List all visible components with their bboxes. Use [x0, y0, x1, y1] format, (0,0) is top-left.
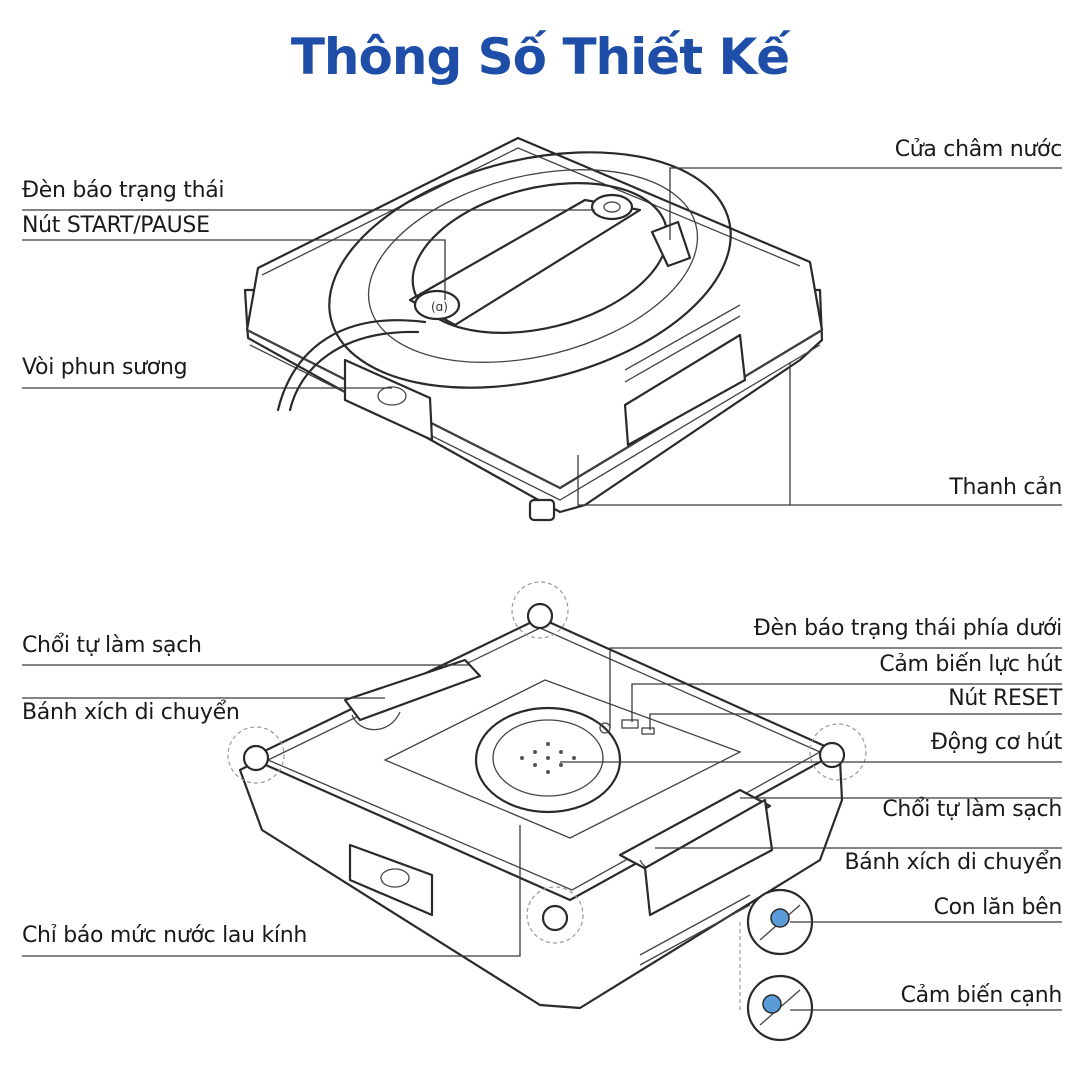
label-self-clean-brush-left: Chổi tự làm sạch — [22, 633, 202, 658]
bottom-view-leaders — [22, 647, 1062, 1011]
label-status-light: Đèn báo trạng thái — [22, 178, 225, 203]
label-water-fill-port: Cửa châm nước — [894, 137, 1063, 162]
top-view-device: (ɑ) — [243, 136, 824, 522]
page-title: Thông Số Thiết Kế — [290, 28, 790, 86]
motor-grill-dots — [520, 742, 576, 774]
label-self-clean-brush-right: Chổi tự làm sạch — [882, 797, 1062, 822]
label-suction-sensor: Cảm biến lực hút — [879, 652, 1062, 677]
label-crawler-wheel-right: Bánh xích di chuyển — [844, 850, 1063, 875]
label-water-level-indicator: Chỉ báo mức nước lau kính — [22, 923, 307, 948]
label-crawler-wheel-left: Bánh xích di chuyển — [22, 700, 240, 725]
label-bottom-status-light: Đèn báo trạng thái phía dưới — [753, 616, 1063, 641]
bottom-view-device — [227, 581, 867, 1010]
label-edge-sensor: Cảm biến cạnh — [900, 983, 1063, 1008]
label-bumper: Thanh cản — [949, 475, 1062, 500]
label-start-pause-button: Nút START/PAUSE — [22, 213, 210, 238]
edge-sensor-closeup — [746, 974, 814, 1042]
side-roller-closeup — [746, 888, 814, 956]
label-side-roller: Con lăn bên — [933, 895, 1063, 920]
svg-text:(ɑ): (ɑ) — [431, 300, 448, 314]
label-mist-nozzle: Vòi phun sương — [22, 355, 188, 380]
label-reset-button: Nút RESET — [948, 686, 1062, 711]
top-view-leaders — [22, 167, 1062, 506]
label-suction-motor: Động cơ hút — [930, 730, 1062, 755]
